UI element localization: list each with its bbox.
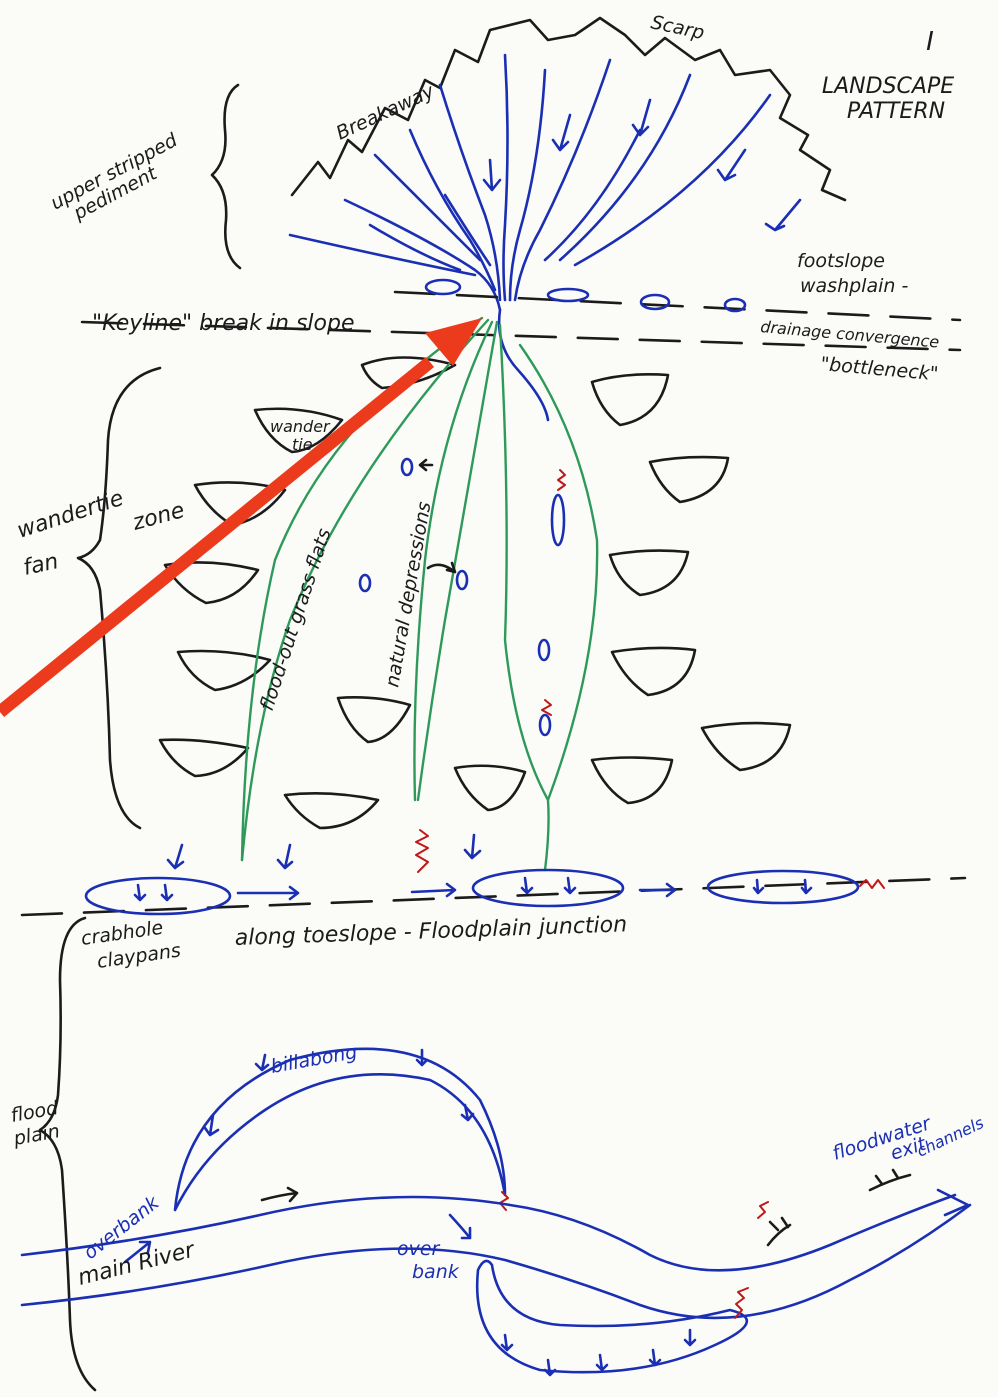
grove-shape: [612, 648, 695, 695]
toeslope-labels: crabhole claypans along toeslope - Flood…: [80, 912, 628, 973]
crabhole-claypans: [86, 870, 884, 914]
upper-pediment-brace: [212, 85, 240, 268]
toeslope-arrows: [168, 835, 480, 868]
footslope-label-line2: washplain -: [800, 275, 908, 297]
breakaway-label: Breakaway: [333, 80, 438, 145]
zone-label: zone: [129, 498, 187, 536]
footslope-label-line1: footslope: [797, 250, 885, 272]
scarp-label: Scarp: [649, 11, 706, 44]
claypan: [473, 870, 623, 906]
depression-pond: [540, 715, 550, 735]
keyline-pond: [426, 280, 460, 294]
title-line1: LANDSCAPE: [822, 74, 954, 99]
depression-pond: [457, 571, 467, 589]
floodplain-annotation: flood plain: [9, 918, 95, 1390]
main-river: main River: [22, 1188, 970, 1318]
grove-shape: [702, 723, 790, 770]
keyline-pond: [548, 289, 588, 301]
depression-pond: [402, 459, 412, 475]
grove-shape: [610, 551, 688, 595]
flood-out-labels: flood-out grass flats natural depression…: [256, 500, 436, 714]
keyline-label: "Keyline" break in slope: [92, 311, 354, 336]
grove-shape: [285, 793, 378, 828]
erosion-marks-fan: [416, 470, 565, 872]
billabong-label: billabong: [269, 1041, 359, 1078]
drainage-annotation: drainage convergence "bottleneck": [760, 317, 941, 385]
natural-depressions: [360, 459, 564, 735]
flood-out-label: flood-out grass flats: [256, 526, 336, 714]
depression-pond: [360, 575, 370, 591]
pointer-small-arrow: [420, 460, 432, 470]
title-block: I LANDSCAPE PATTERN: [822, 27, 954, 124]
wandertie-fan-annotation: wandertie fan zone: [14, 368, 187, 828]
toeslope-label: along toeslope - Floodplain junction: [234, 912, 627, 951]
fan-label: fan: [21, 549, 61, 581]
drainage-label-line2: "bottleneck": [820, 353, 940, 385]
grove-shape: [160, 740, 248, 776]
floodplain-brace: [40, 918, 95, 1390]
depression-pond: [552, 495, 564, 545]
grove-shape: [592, 374, 668, 425]
grove-shape: [455, 766, 525, 810]
small-wander-label-line2: tie: [292, 435, 313, 454]
title-numeral: I: [926, 27, 934, 57]
grove-shape: [338, 697, 410, 742]
keyline-pond: [641, 295, 669, 309]
natural-depressions-label: natural depressions: [381, 500, 435, 689]
title-line2: PATTERN: [847, 99, 945, 124]
wandertie-label: wandertie: [14, 486, 127, 544]
pointer-arrow-head: [425, 318, 482, 366]
depression-pond: [539, 640, 549, 660]
floodwater-exit-channels: floodwater exit channels: [758, 1112, 987, 1245]
pointer-arrow-shaft: [0, 362, 430, 712]
grove-shape: [650, 457, 728, 502]
escarpment-labels: Breakaway Scarp: [333, 11, 707, 144]
overbank2-label-line2: bank: [412, 1261, 460, 1283]
small-wander-label-line1: wander: [270, 417, 331, 436]
upper-pediment-annotation: upper stripped pediment: [47, 85, 240, 268]
footslope-annotation: footslope washplain -: [797, 250, 908, 297]
billabong: billabong: [175, 1041, 508, 1210]
pointer-small-arrow: [428, 563, 455, 572]
grove-shape: [592, 758, 672, 804]
